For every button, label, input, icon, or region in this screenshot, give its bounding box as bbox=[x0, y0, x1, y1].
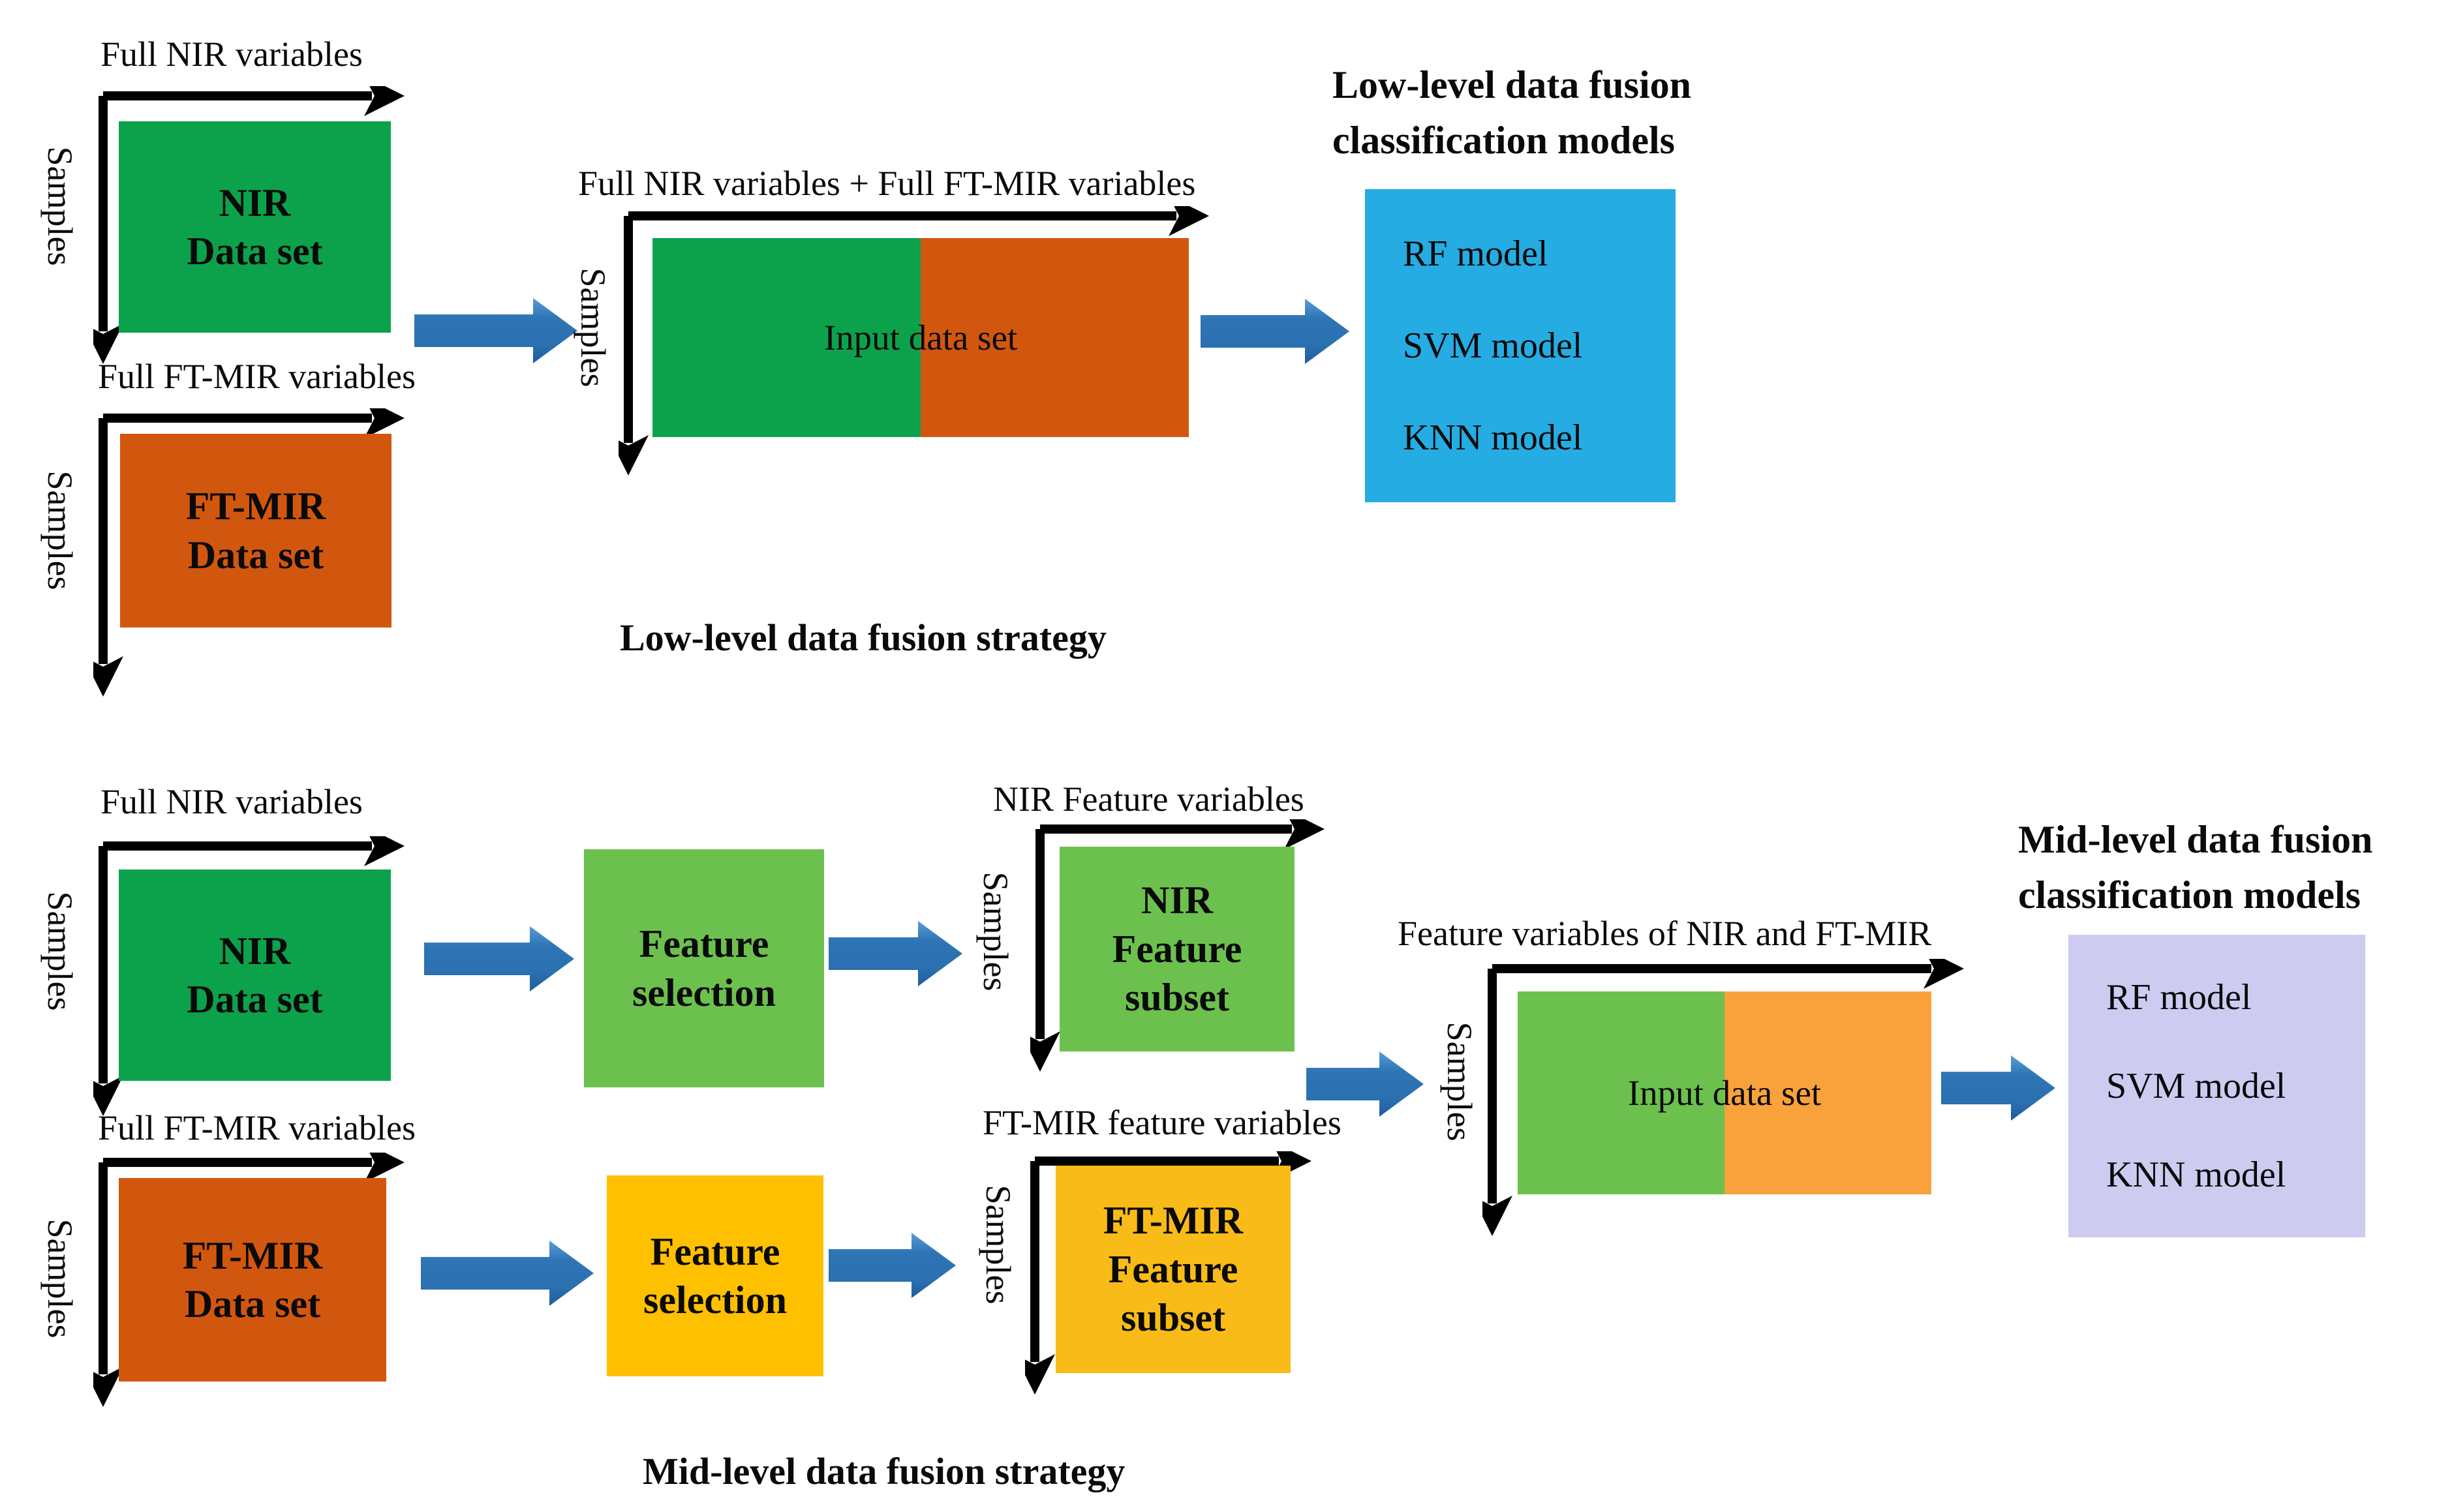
nir-feature-half bbox=[1518, 991, 1724, 1194]
fused-feature-variables-axis-label: Feature variables of NIR and FT-MIR bbox=[1398, 914, 1932, 953]
samples-axis-label: Samples bbox=[40, 891, 80, 1011]
samples-axis-label: Samples bbox=[976, 871, 1015, 991]
flow-arrow-icon bbox=[1306, 1051, 1424, 1117]
ftmir-feature-variables-axis-label: FT-MIR feature variables bbox=[983, 1103, 1341, 1142]
feature-selection-line: selection bbox=[632, 971, 776, 1014]
ftmir-matrix-axes-icon bbox=[93, 408, 405, 697]
flow-arrow-icon bbox=[414, 298, 577, 363]
model-item: RF model bbox=[2106, 977, 2252, 1018]
model-item: SVM model bbox=[1403, 325, 1583, 366]
nir-dataset-box: NIR Data set bbox=[119, 121, 391, 333]
ftmir-variables-axis-label: Full FT-MIR variables bbox=[98, 1108, 416, 1147]
samples-axis-label: Samples bbox=[1440, 1021, 1479, 1142]
nir-matrix-axes-icon bbox=[93, 836, 405, 1116]
flow-arrow-icon bbox=[1941, 1055, 2055, 1121]
ftmir-dataset-line: FT-MIR bbox=[185, 485, 326, 528]
flow-arrow-icon bbox=[421, 1241, 594, 1306]
title-line: Mid-level data fusion bbox=[2018, 818, 2373, 861]
nir-feature-subset-box: NIR Feature subset bbox=[1060, 847, 1295, 1051]
feature-selection-line: selection bbox=[643, 1278, 787, 1322]
nir-block-half bbox=[652, 238, 921, 437]
ftmir-dataset-line: FT-MIR bbox=[182, 1233, 323, 1277]
flow-arrow-icon bbox=[1201, 299, 1349, 364]
ftmir-subset-line: subset bbox=[1120, 1296, 1226, 1340]
nir-subset-line: subset bbox=[1124, 976, 1230, 1020]
nir-subset-line: NIR bbox=[1141, 879, 1213, 922]
nir-dataset-line: NIR bbox=[219, 181, 291, 224]
input-matrix-axes-icon bbox=[619, 206, 1209, 476]
nir-dataset-line: NIR bbox=[219, 929, 291, 973]
flow-arrow-icon bbox=[829, 1233, 956, 1298]
model-item: KNN model bbox=[1403, 417, 1583, 459]
feature-selection-line: Feature bbox=[650, 1230, 780, 1273]
nir-matrix-axes-icon bbox=[93, 86, 405, 364]
ftmir-feature-subset-box: FT-MIR Feature subset bbox=[1056, 1166, 1291, 1373]
ftmir-dataset-box: FT-MIR Data set bbox=[120, 434, 391, 627]
model-item: SVM model bbox=[2106, 1066, 2286, 1106]
samples-axis-label: Samples bbox=[574, 267, 613, 387]
ftmir-variables-axis-label: Full FT-MIR variables bbox=[98, 357, 416, 396]
mid-level-strategy-caption: Mid-level data fusion strategy bbox=[643, 1450, 1126, 1492]
feature-selection-line: Feature bbox=[639, 922, 769, 966]
nir-subset-line: Feature bbox=[1112, 927, 1242, 971]
nir-variables-axis-label: Full NIR variables bbox=[100, 782, 363, 821]
model-item: KNN model bbox=[2106, 1155, 2286, 1195]
mid-level-models-title: Mid-level data fusion classification mod… bbox=[2018, 812, 2372, 923]
title-line: classification models bbox=[1332, 119, 1675, 162]
nir-feature-variables-axis-label: NIR Feature variables bbox=[993, 779, 1304, 819]
ftmir-subset-line: FT-MIR bbox=[1103, 1199, 1244, 1243]
low-level-strategy-caption: Low-level data fusion strategy bbox=[620, 616, 1107, 659]
mid-input-dataset-box: Input data set bbox=[1518, 991, 1931, 1194]
ftmir-dataset-line: Data set bbox=[187, 533, 324, 577]
model-item: RF model bbox=[1403, 233, 1548, 274]
ftmir-block-half bbox=[921, 238, 1189, 437]
low-level-models-box: RF model SVM model KNN model bbox=[1365, 189, 1676, 502]
ftmir-dataset-line: Data set bbox=[184, 1282, 321, 1325]
nir-dataset-box: NIR Data set bbox=[119, 869, 391, 1081]
low-input-dataset-box: Input data set bbox=[652, 238, 1189, 437]
samples-axis-label: Samples bbox=[40, 146, 80, 266]
low-level-models-title: Low-level data fusion classification mod… bbox=[1332, 57, 1691, 168]
ftmir-subset-line: Feature bbox=[1108, 1247, 1238, 1291]
nir-variables-axis-label: Full NIR variables bbox=[100, 35, 363, 74]
nir-dataset-line: Data set bbox=[187, 978, 323, 1021]
fused-variables-axis-label: Full NIR variables + Full FT-MIR variabl… bbox=[578, 164, 1196, 203]
flow-arrow-icon bbox=[829, 921, 962, 986]
input-dataset-label: Input data set bbox=[823, 318, 1018, 357]
samples-axis-label: Samples bbox=[979, 1185, 1018, 1305]
nir-feature-selection-box: Feature selection bbox=[584, 849, 824, 1087]
mid-level-models-box: RF model SVM model KNN model bbox=[2068, 935, 2365, 1237]
nir-dataset-line: Data set bbox=[187, 230, 323, 273]
flow-arrow-icon bbox=[424, 926, 574, 991]
title-line: Low-level data fusion bbox=[1332, 63, 1692, 106]
ftmir-feature-selection-box: Feature selection bbox=[607, 1175, 823, 1376]
input-matrix-axes-icon bbox=[1482, 959, 1964, 1236]
samples-axis-label: Samples bbox=[40, 1218, 80, 1338]
samples-axis-label: Samples bbox=[40, 470, 80, 590]
ftmir-dataset-box: FT-MIR Data set bbox=[119, 1178, 386, 1382]
input-dataset-label: Input data set bbox=[1627, 1073, 1822, 1113]
ftmir-feature-half bbox=[1724, 991, 1931, 1194]
nir-subset-axes-icon bbox=[1030, 819, 1325, 1072]
title-line: classification models bbox=[2018, 873, 2361, 917]
ftmir-matrix-axes-icon bbox=[93, 1153, 405, 1407]
